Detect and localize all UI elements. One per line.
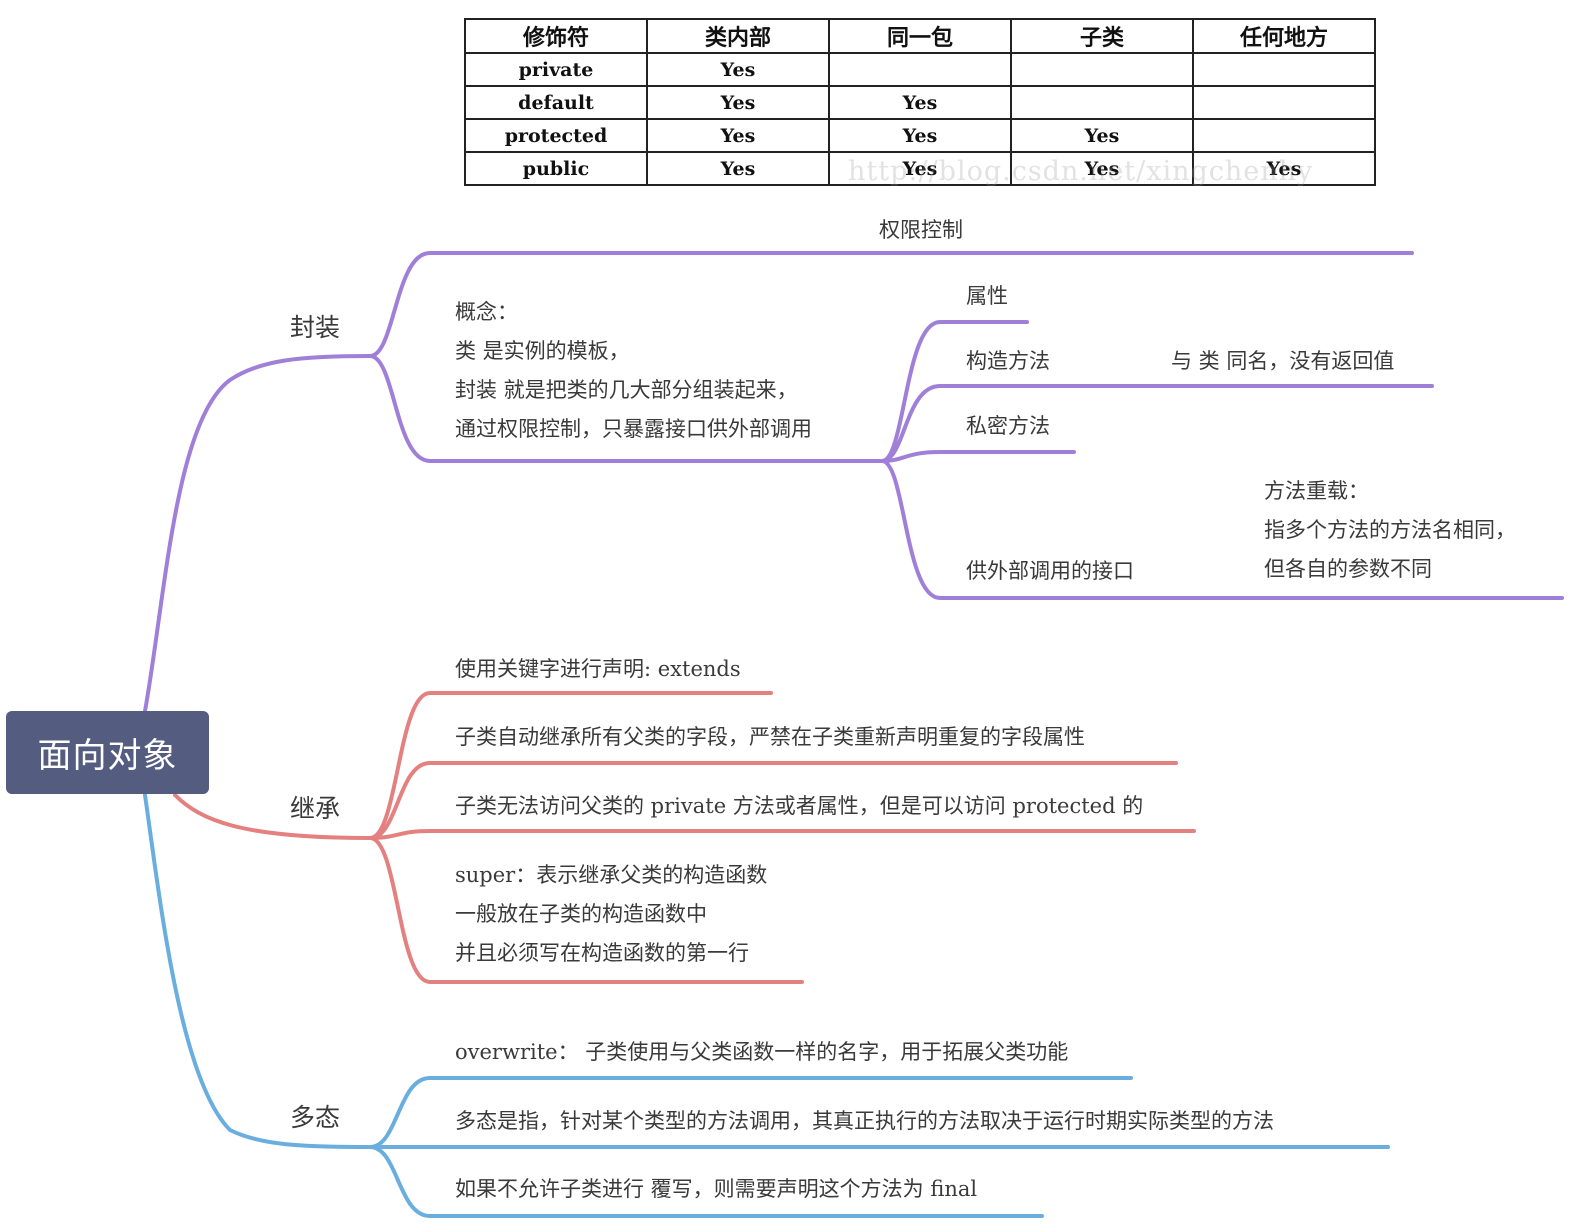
- table-row: default Yes Yes: [464, 85, 1376, 120]
- table-cell: protected: [464, 118, 648, 153]
- node-overwrite[interactable]: overwrite： 子类使用与父类函数一样的名字，用于拓展父类功能: [455, 1040, 1069, 1064]
- table-cell: [1010, 85, 1194, 120]
- table-row: private Yes: [464, 52, 1376, 87]
- node-overload-line: 方法重载：: [1264, 479, 1369, 503]
- connector-extends: [368, 691, 773, 840]
- table-cell: Yes: [828, 118, 1012, 153]
- node-super-line: 一般放在子类的构造函数中: [455, 902, 707, 926]
- node-concept-line: 封装 就是把类的几大部分组装起来，: [455, 378, 798, 402]
- node-constructor-note[interactable]: 与 类 同名，没有返回值: [1171, 349, 1395, 373]
- node-constructor[interactable]: 构造方法: [966, 349, 1050, 373]
- table-cell: public: [464, 151, 648, 186]
- table-row: public Yes Yes Yes Yes: [464, 151, 1376, 186]
- table-header-cell: 修饰符: [464, 18, 648, 54]
- node-extends[interactable]: 使用关键字进行声明: extends: [455, 657, 741, 681]
- connector-fields: [368, 761, 1178, 840]
- table-header-cell: 同一包: [828, 18, 1012, 54]
- node-interface[interactable]: 供外部调用的接口: [966, 559, 1134, 583]
- watermark: http://blog.csdn.net/xingchenhy: [848, 156, 1314, 187]
- table-header-cell: 任何地方: [1192, 18, 1376, 54]
- node-overload-line: 但各自的参数不同: [1264, 557, 1432, 581]
- branch-encapsulation[interactable]: 封装: [290, 313, 341, 342]
- connector-attribute: [880, 320, 1029, 463]
- node-super-line: 并且必须写在构造函数的第一行: [455, 941, 749, 965]
- branch-polymorphism[interactable]: 多态: [290, 1103, 341, 1132]
- table-cell: [828, 52, 1012, 87]
- table-header-cell: 子类: [1010, 18, 1194, 54]
- root-node[interactable]: 面向对象: [6, 711, 209, 794]
- node-overload-line: 指多个方法的方法名相同，: [1264, 518, 1516, 542]
- table-cell: Yes: [828, 151, 1012, 186]
- table-cell: Yes: [646, 118, 830, 153]
- connector-root-encapsulation: [143, 354, 372, 713]
- connector-interface: [880, 459, 1564, 600]
- connector-root-inheritance: [173, 793, 372, 840]
- access-modifier-table: 修饰符 类内部 同一包 子类 任何地方 private Yes default …: [464, 18, 1376, 186]
- table-cell: [1192, 52, 1376, 87]
- connector-private-method: [880, 450, 1076, 463]
- table-cell: [1192, 118, 1376, 153]
- table-cell: [1192, 85, 1376, 120]
- table-header-cell: 类内部: [646, 18, 830, 54]
- table-cell: Yes: [1010, 151, 1194, 186]
- node-attribute[interactable]: 属性: [966, 284, 1008, 308]
- connector-constructor: [880, 384, 1434, 463]
- table-cell: [1010, 52, 1194, 87]
- node-super-line: super：表示继承父类的构造函数: [455, 863, 768, 887]
- branch-inheritance[interactable]: 继承: [290, 794, 341, 823]
- node-concept-line: 通过权限控制，只暴露接口供外部调用: [455, 417, 812, 441]
- connector-concept: [368, 354, 884, 463]
- table-cell: Yes: [828, 85, 1012, 120]
- node-final[interactable]: 如果不允许子类进行 覆写，则需要声明这个方法为 final: [455, 1177, 978, 1201]
- table-header-row: 修饰符 类内部 同一包 子类 任何地方: [464, 18, 1376, 54]
- node-fields[interactable]: 子类自动继承所有父类的字段，严禁在子类重新声明重复的字段属性: [455, 725, 1085, 749]
- table-cell: Yes: [646, 85, 830, 120]
- node-concept-line: 类 是实例的模板，: [455, 339, 630, 363]
- connector-final: [368, 1145, 1044, 1218]
- connector-root-polymorphism: [143, 793, 372, 1149]
- connector-private-access: [368, 829, 1196, 840]
- node-runtime-dispatch[interactable]: 多态是指，针对某个类型的方法调用，其真正执行的方法取决于运行时期实际类型的方法: [455, 1109, 1274, 1133]
- connector-super: [368, 836, 804, 984]
- table-cell: private: [464, 52, 648, 87]
- node-access-control[interactable]: 权限控制: [879, 218, 963, 242]
- table-cell: Yes: [1010, 118, 1194, 153]
- connector-overwrite: [368, 1076, 1133, 1149]
- table-row: protected Yes Yes Yes: [464, 118, 1376, 153]
- node-private-access[interactable]: 子类无法访问父类的 private 方法或者属性，但是可以访问 protecte…: [455, 794, 1144, 818]
- connector-access-control: [368, 251, 1414, 358]
- node-concept-line: 概念：: [455, 300, 518, 324]
- table-cell: Yes: [646, 151, 830, 186]
- table-cell: Yes: [646, 52, 830, 87]
- node-private-method[interactable]: 私密方法: [966, 414, 1050, 438]
- table-cell: default: [464, 85, 648, 120]
- table-cell: Yes: [1192, 151, 1376, 186]
